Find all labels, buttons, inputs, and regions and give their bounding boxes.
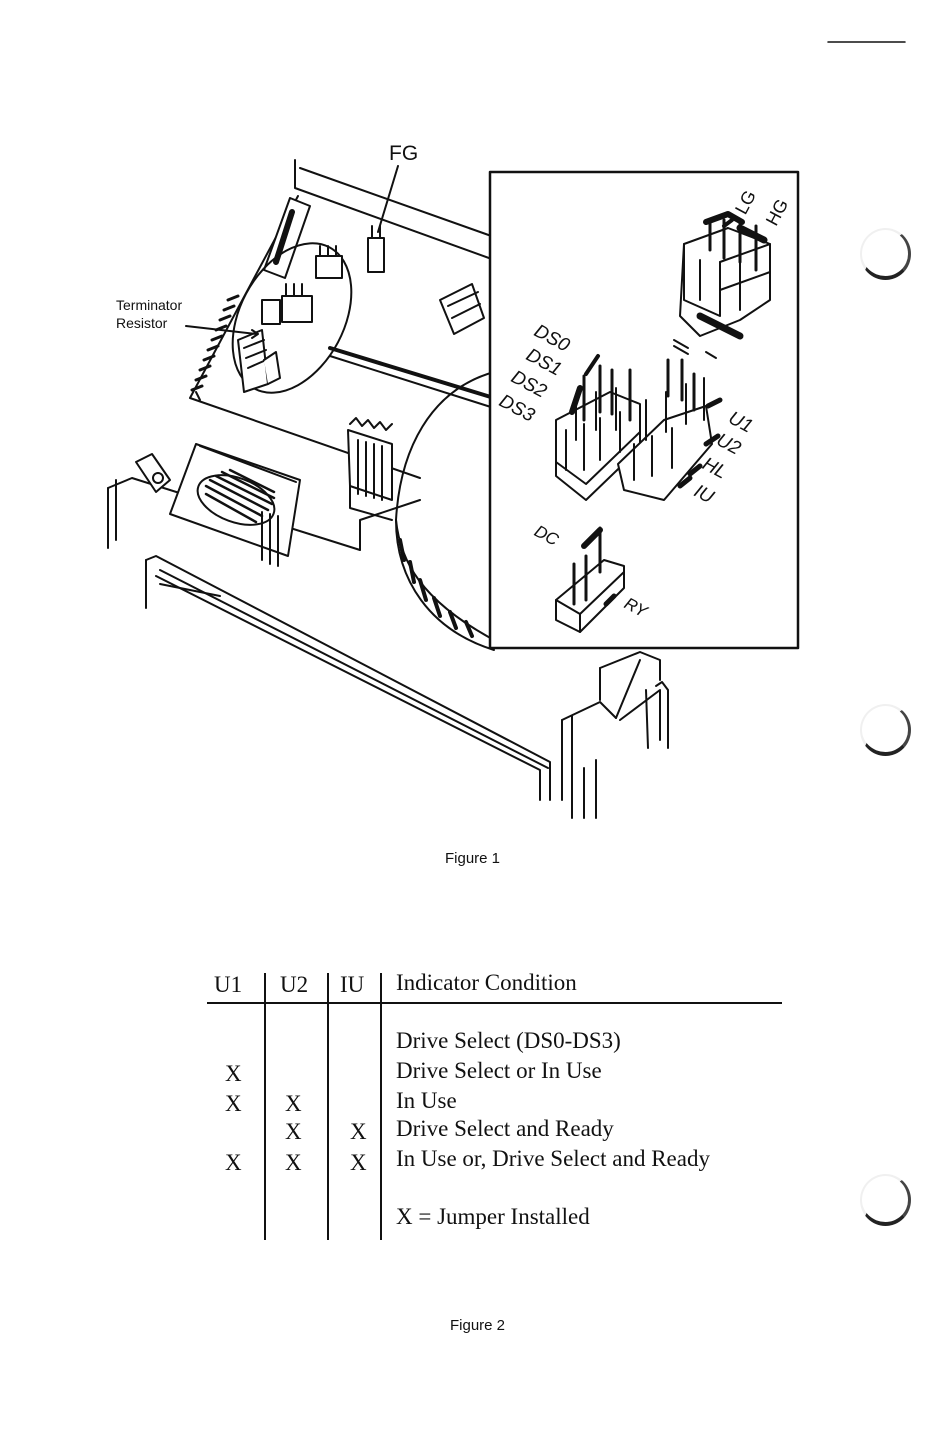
jumper-table: U1 U2 IU Indicator Condition Drive Selec…	[207, 965, 782, 1240]
header-u2: U2	[280, 972, 308, 998]
row-3-u2: X	[285, 1119, 302, 1145]
table-divider-u2-iu	[327, 973, 329, 1240]
row-2-u1: X	[225, 1091, 242, 1117]
row-1-condition: Drive Select or In Use	[396, 1058, 602, 1084]
binder-hole-bottom	[860, 1174, 911, 1226]
row-2-u2: X	[285, 1091, 302, 1117]
row-1-u1: X	[225, 1061, 242, 1087]
row-4-u1: X	[225, 1150, 242, 1176]
row-3-iu: X	[350, 1119, 367, 1145]
header-indicator-condition: Indicator Condition	[396, 970, 577, 996]
terminator-label-line2: Resistor	[116, 315, 167, 331]
ribbon-connector	[348, 418, 392, 520]
row-3-condition: Drive Select and Ready	[396, 1116, 614, 1142]
row-4-condition: In Use or, Drive Select and Ready	[396, 1146, 710, 1172]
row-2-condition: In Use	[396, 1088, 457, 1114]
row-4-iu: X	[350, 1150, 367, 1176]
row-4-u2: X	[285, 1150, 302, 1176]
header-iu: IU	[340, 972, 364, 998]
figure-1-caption: Figure 1	[445, 850, 500, 867]
binder-hole-top	[860, 228, 911, 280]
terminator-label-line1: Terminator	[116, 297, 182, 313]
figure-2-caption: Figure 2	[450, 1317, 505, 1334]
circuit-board	[190, 160, 500, 478]
table-legend: X = Jumper Installed	[396, 1204, 590, 1230]
row-0-condition: Drive Select (DS0-DS3)	[396, 1028, 621, 1054]
header-u1: U1	[214, 972, 242, 998]
table-header-rule	[207, 1002, 782, 1004]
spindle	[396, 372, 494, 650]
binder-hole-middle	[860, 704, 911, 756]
table-divider-iu-condition	[380, 973, 382, 1240]
figure-1-drawing	[0, 0, 950, 860]
fg-label: FG	[389, 142, 418, 166]
table-divider-u1-u2	[264, 973, 266, 1240]
